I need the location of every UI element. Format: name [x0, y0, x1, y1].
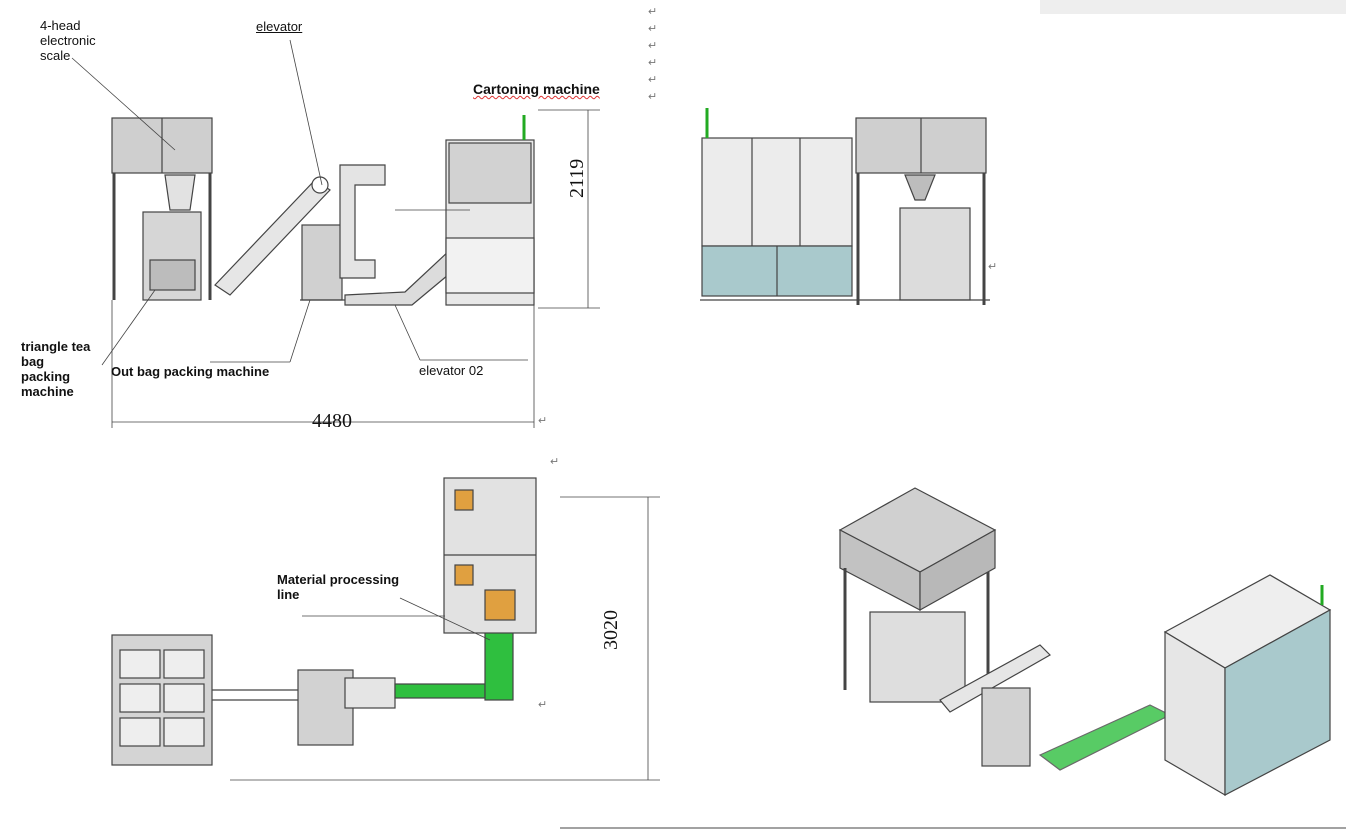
- return-mark-5: ↵: [648, 74, 658, 86]
- dimension-height: 2119: [566, 158, 588, 198]
- return-mark-9: ↵: [550, 456, 560, 468]
- return-mark-10: ↵: [538, 699, 548, 711]
- side-view: [700, 108, 990, 305]
- dimension-length: 4480: [312, 410, 352, 432]
- isometric-view: [838, 487, 1332, 797]
- top-view: [111, 477, 660, 781]
- label-4-head-scale: 4-head electronic scale: [40, 18, 96, 63]
- return-mark-6: ↵: [648, 91, 658, 103]
- return-mark-3: ↵: [648, 40, 658, 52]
- label-elevator-02: elevator 02: [419, 363, 484, 378]
- return-mark-1: ↵: [648, 6, 658, 18]
- return-mark-2: ↵: [648, 23, 658, 35]
- return-mark-8: ↵: [538, 415, 548, 427]
- return-mark-7: ↵: [988, 261, 998, 273]
- label-triangle-tea-bag-machine: triangle tea bag packing machine: [21, 339, 91, 399]
- label-cartoning-machine: Cartoning machine: [473, 81, 600, 97]
- return-mark-4: ↵: [648, 57, 658, 69]
- label-elevator: elevator: [256, 19, 303, 34]
- label-material-processing-line: Material processing line: [277, 572, 400, 602]
- dimension-depth: 3020: [600, 610, 622, 650]
- label-out-bag-packing-machine: Out bag packing machine: [111, 364, 270, 379]
- front-view: [71, 39, 600, 428]
- page-shadow: [1040, 0, 1346, 14]
